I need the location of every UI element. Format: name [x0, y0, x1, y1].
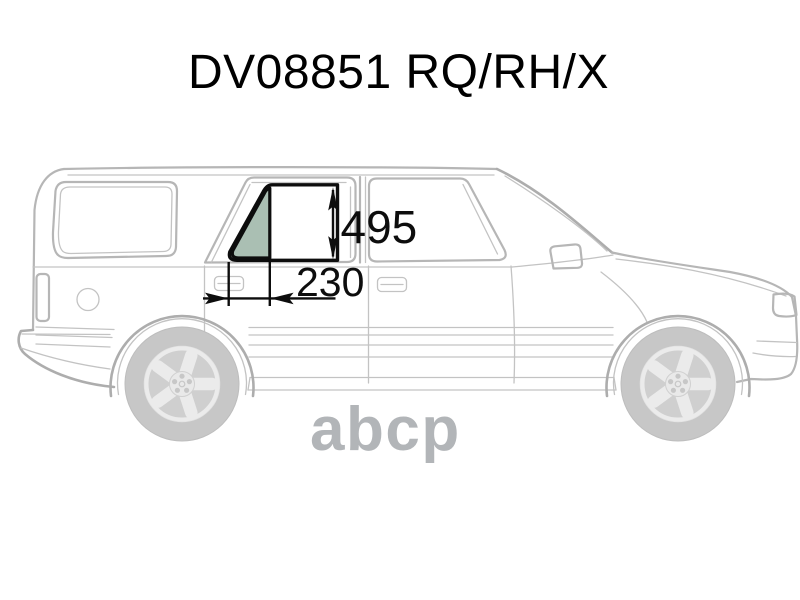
rear-bumper — [17, 328, 116, 389]
arrow-up-icon — [328, 187, 338, 211]
wheel-arches — [109, 314, 751, 398]
car-body-outline — [17, 166, 799, 441]
side-mirror — [549, 243, 584, 270]
door-handle-front — [376, 276, 408, 293]
dimension-annotations: 495 230 — [203, 183, 418, 306]
abcp-watermark-logo: abcp — [310, 395, 461, 464]
body-mouldings — [35, 326, 617, 391]
rear-quarter-window — [51, 180, 179, 260]
headlight — [771, 292, 798, 318]
part-number-title: DV08851 RQ/RH/X — [187, 46, 609, 99]
arrow-down-icon — [328, 236, 338, 260]
tail-light — [35, 272, 51, 323]
width-dimension-label: 230 — [296, 259, 364, 305]
arrow-left-icon — [270, 292, 294, 305]
fuel-door — [76, 287, 100, 312]
quarter-glass-highlight — [230, 186, 272, 260]
arrow-right-icon — [205, 292, 229, 305]
rear-door-window-frame — [203, 176, 357, 264]
front-door-window — [367, 177, 507, 263]
height-dimension-label: 495 — [341, 201, 418, 253]
